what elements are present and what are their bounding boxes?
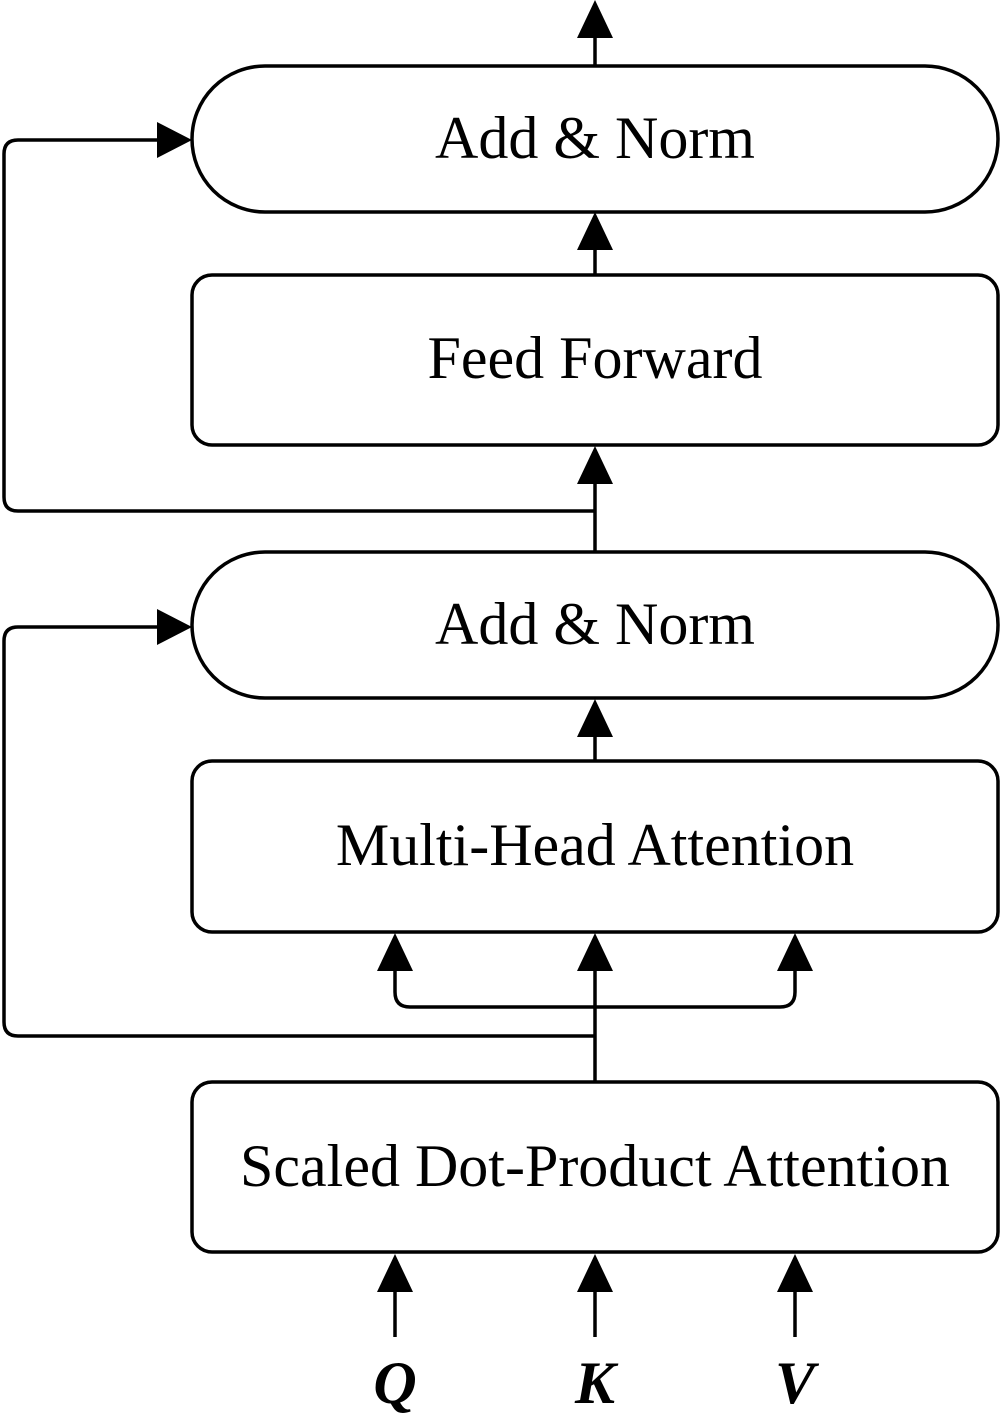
output-arrow bbox=[577, 0, 613, 66]
multi-head-attention-label: Multi-Head Attention bbox=[336, 812, 854, 878]
arrow-v-to-sdpa bbox=[777, 1254, 813, 1337]
add-norm-top-label: Add & Norm bbox=[435, 105, 755, 171]
multi-head-attention-node: Multi-Head Attention bbox=[190, 759, 1000, 934]
arrow-q-to-sdpa bbox=[377, 1254, 413, 1337]
feed-forward-node: Feed Forward bbox=[190, 273, 1000, 447]
arrow-feed-forward-to-add-norm bbox=[577, 212, 613, 275]
scaled-dot-product-attention-node: Scaled Dot-Product Attention bbox=[190, 1080, 1000, 1254]
input-q-label: Q bbox=[373, 1350, 416, 1416]
feed-forward-label: Feed Forward bbox=[428, 325, 763, 391]
add-norm-bottom-label: Add & Norm bbox=[435, 591, 755, 657]
scaled-dot-product-attention-label: Scaled Dot-Product Attention bbox=[240, 1133, 950, 1199]
residual-connection-upper bbox=[2, 122, 595, 513]
arrow-k-to-sdpa bbox=[577, 1254, 613, 1337]
arrow-sdpa-to-mha bbox=[377, 933, 813, 1082]
arrow-add-norm-to-feed-forward bbox=[577, 446, 613, 552]
add-norm-top-node: Add & Norm bbox=[190, 64, 1000, 214]
input-v-label: V bbox=[775, 1350, 820, 1416]
add-norm-bottom-node: Add & Norm bbox=[190, 550, 1000, 700]
residual-connection-lower bbox=[2, 609, 595, 1038]
input-k-label: K bbox=[574, 1350, 619, 1416]
arrow-mha-to-add-norm bbox=[577, 699, 613, 761]
